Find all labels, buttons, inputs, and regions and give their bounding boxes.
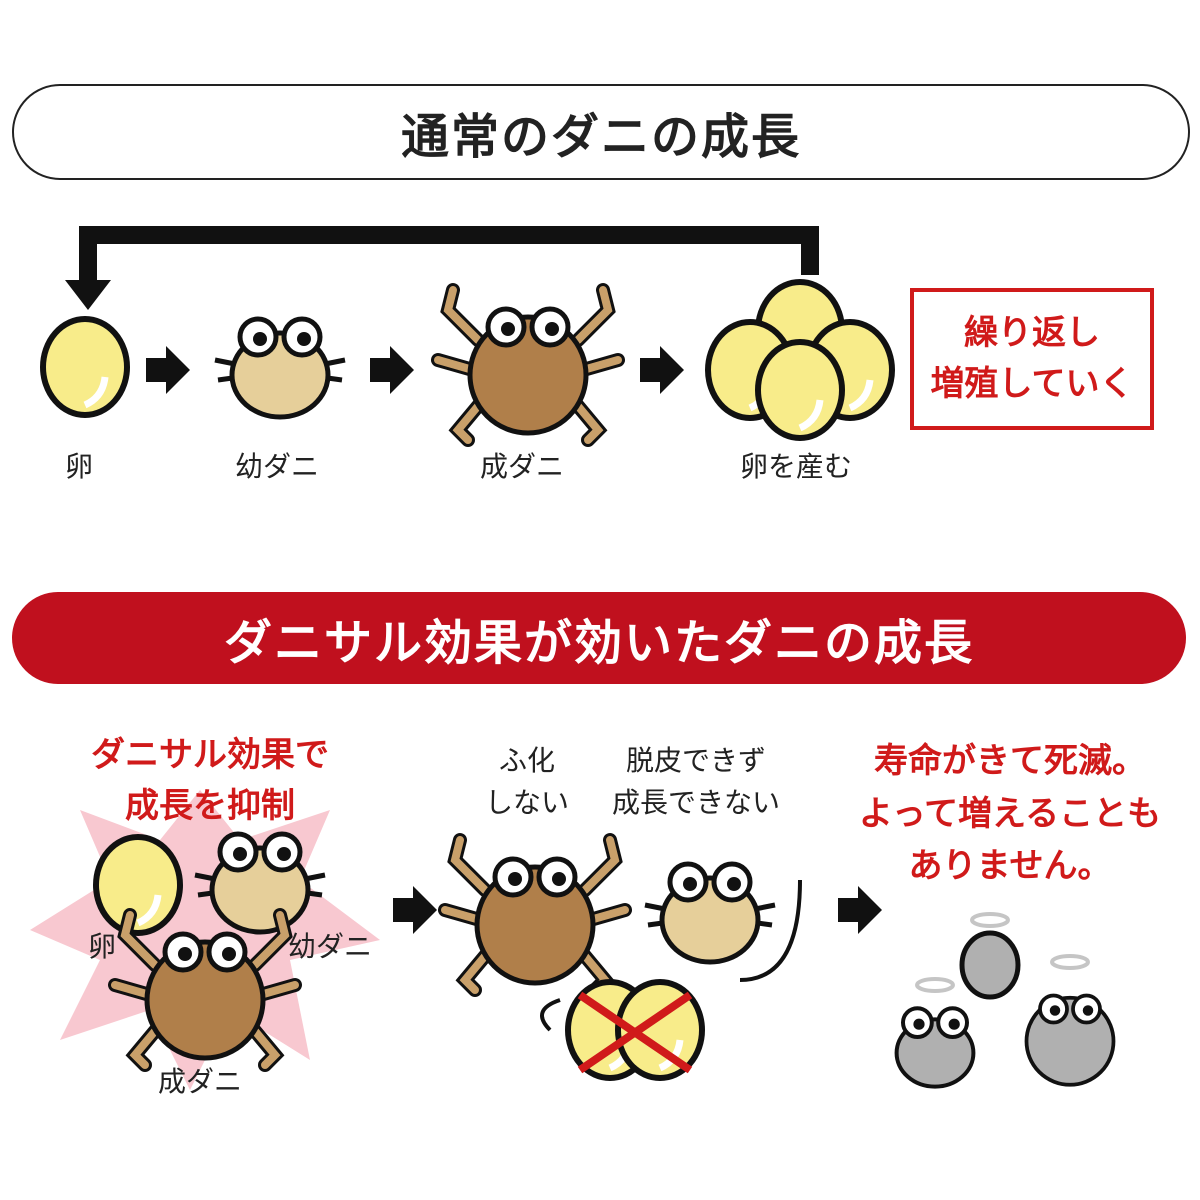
arrow-icon xyxy=(146,346,190,394)
suppress-line-2: 成長を抑制 xyxy=(125,786,295,826)
repeat-line-2: 増殖していく xyxy=(930,364,1134,404)
repeat-line-1: 繰り返し xyxy=(964,313,1100,353)
result-text: 寿命がきて死滅。 よって増えることも ありません。 xyxy=(830,735,1190,893)
arrow-icon xyxy=(838,886,882,934)
label-larva: 幼ダニ xyxy=(288,930,373,963)
adult-mite-icon xyxy=(438,290,618,440)
label-egg: 卵 xyxy=(88,930,117,963)
result-line-3: ありません。 xyxy=(908,846,1112,887)
suppress-text: ダニサル効果で 成長を抑制 xyxy=(60,730,360,832)
normal-growth-title: 通常のダニの成長 xyxy=(12,84,1190,180)
adult-mite-icon xyxy=(445,840,625,990)
suppress-line-1: ダニサル効果で xyxy=(91,735,329,775)
eggs-cluster-icon xyxy=(708,282,892,438)
label-adult: 成ダニ xyxy=(158,1065,243,1098)
no-hatch-line-2: しない xyxy=(485,786,570,819)
struggling-larva-icon xyxy=(645,864,802,982)
repeat-box: 繰り返し 増殖していく xyxy=(910,288,1154,430)
no-hatch-text: ふ化 しない xyxy=(485,740,569,824)
no-molt-text: 脱皮できず 成長できない xyxy=(612,740,780,824)
stage-label-larva: 幼ダニ xyxy=(235,450,320,483)
loop-arrow-head xyxy=(65,280,111,310)
egg-icon xyxy=(43,319,127,415)
arrow-icon xyxy=(640,346,684,394)
no-molt-line-2: 成長できない xyxy=(612,786,781,819)
stage-label-egg: 卵 xyxy=(65,450,94,483)
unhatched-eggs-icon xyxy=(540,982,702,1078)
stage-label-adult: 成ダニ xyxy=(480,450,565,483)
egg-icon xyxy=(96,837,180,933)
no-hatch-line-1: ふ化 xyxy=(499,744,556,777)
arrow-icon xyxy=(370,346,414,394)
stage-label-lay-eggs: 卵を産む xyxy=(740,450,853,483)
result-line-2: よって増えることも xyxy=(858,793,1162,834)
arrow-icon xyxy=(393,886,437,934)
effect-growth-title: ダニサル効果が効いたダニの成長 xyxy=(12,592,1186,684)
result-line-1: 寿命がきて死滅。 xyxy=(874,741,1146,781)
dead-mites-icon xyxy=(894,912,1116,1089)
no-molt-line-1: 脱皮できず xyxy=(626,744,767,777)
larva-mite-icon xyxy=(215,319,345,417)
